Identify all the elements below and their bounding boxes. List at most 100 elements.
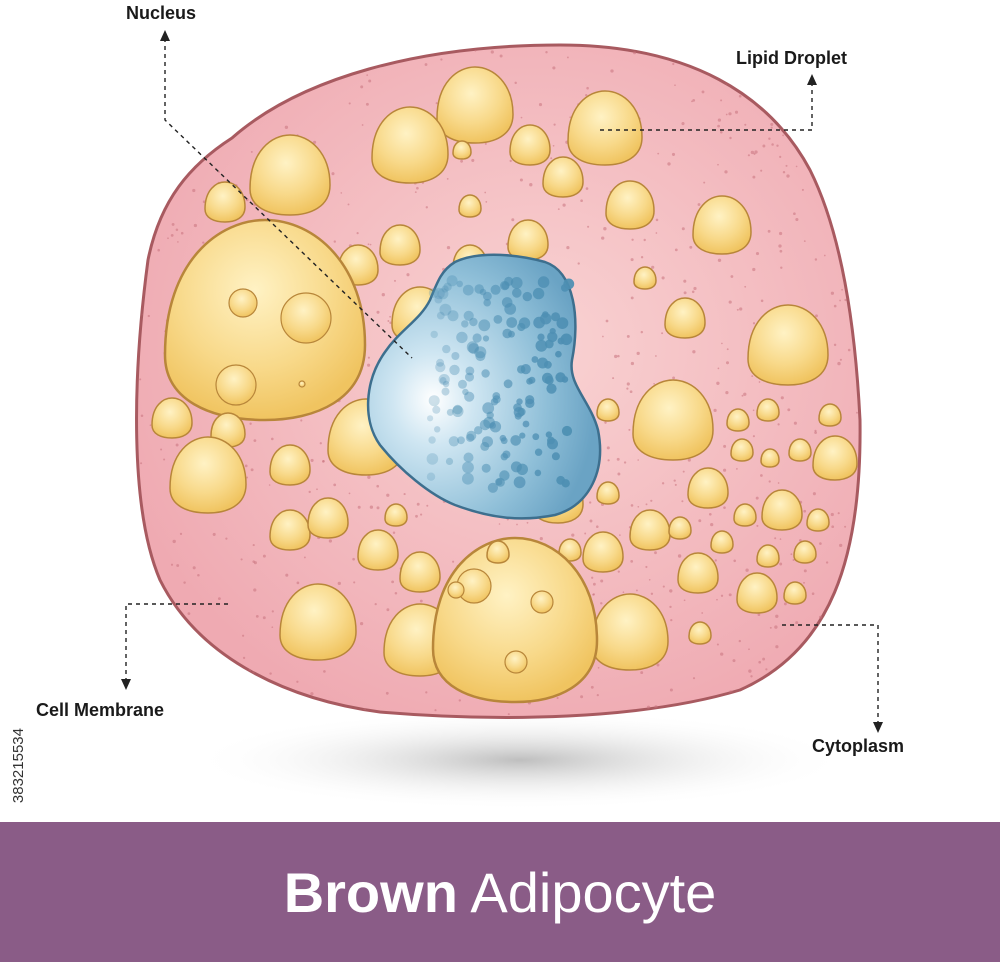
- cytoplasm-speckle: [545, 51, 548, 54]
- cytoplasm-speckle: [143, 195, 147, 199]
- cytoplasm-speckle: [552, 144, 555, 147]
- cytoplasm-speckle: [630, 361, 635, 366]
- chromatin-dot: [500, 453, 508, 461]
- cytoplasm-speckle: [701, 90, 705, 94]
- lipid-droplet: [452, 140, 472, 160]
- cytoplasm-speckle: [147, 314, 150, 318]
- chromatin-dot: [462, 461, 474, 474]
- cell-shadow: [190, 710, 850, 810]
- chromatin-dot: [510, 435, 521, 446]
- cytoplasm-speckle: [656, 663, 660, 667]
- cytoplasm-speckle: [165, 140, 168, 142]
- cytoplasm-speckle: [157, 248, 160, 252]
- cytoplasm-speckle: [365, 102, 369, 106]
- cytoplasm-speckle: [692, 99, 696, 102]
- nucleus-leader: [164, 38, 413, 359]
- cytoplasm-speckle: [833, 304, 837, 308]
- cytoplasm-speckle: [760, 169, 763, 172]
- cytoplasm-speckle: [657, 152, 660, 155]
- cytoplasm-speckle: [847, 348, 851, 352]
- chromatin-dot: [519, 432, 526, 439]
- chromatin-dot: [430, 330, 438, 339]
- lipid-droplet: [812, 435, 858, 481]
- chromatin-dot: [517, 322, 526, 332]
- chromatin-dot: [551, 312, 561, 322]
- cytoplasm-speckle: [183, 581, 186, 584]
- cytoplasm-speckle: [768, 137, 771, 140]
- cytoplasm-speckle: [262, 554, 266, 558]
- cytoplasm-speckle: [249, 422, 252, 425]
- cytoplasm-speckle: [655, 355, 657, 357]
- cytoplasm-speckle: [717, 118, 722, 122]
- cytoplasm-speckle: [663, 709, 666, 712]
- lipid-droplet: [687, 467, 729, 509]
- chromatin-dot: [499, 434, 507, 442]
- cytoplasm-speckle: [752, 175, 756, 179]
- cytoplasm-speckle: [440, 58, 443, 61]
- chromatin-dot: [465, 366, 475, 376]
- cytoplasm-speckle: [673, 479, 676, 482]
- chromatin-dot: [555, 350, 562, 358]
- cytoplasm-speckle: [758, 660, 762, 664]
- cytoplasm-speckle: [202, 241, 205, 244]
- cytoplasm-speckle: [514, 81, 517, 85]
- chromatin-dot: [532, 287, 545, 300]
- cytoplasm-speckle: [770, 122, 774, 126]
- cytoplasm-speckle: [734, 110, 739, 114]
- chromatin-dot: [433, 287, 445, 300]
- cytoplasm-speckle: [202, 87, 206, 91]
- cytoplasm-speckle: [593, 582, 596, 586]
- cytoplasm-speckle: [750, 150, 755, 155]
- chromatin-dot: [506, 317, 518, 328]
- chromatin-dot: [481, 369, 490, 378]
- cytoplasm-speckle: [367, 363, 371, 367]
- lipid-droplet: [806, 508, 830, 532]
- cytoplasm-speckle: [692, 677, 696, 680]
- cytoplasm-speckle: [724, 170, 728, 174]
- cytoplasm-speckle: [769, 626, 772, 629]
- cytoplasm-speckle: [141, 235, 144, 238]
- cytoplasm-speckle: [650, 592, 654, 595]
- chromatin-dot: [428, 436, 436, 444]
- cytoplasm-speckle: [592, 593, 596, 596]
- chromatin-dot: [447, 310, 459, 322]
- cytoplasm-speckle: [653, 382, 655, 385]
- cytoplasm-speckle: [723, 506, 726, 510]
- cytoplasm-speckle: [830, 512, 834, 517]
- cytoplasm-speckle: [854, 99, 857, 102]
- cytoplasm-speckle: [720, 652, 724, 656]
- cytoplasm-speckle: [300, 419, 303, 422]
- lipid-droplet: [688, 621, 712, 645]
- chromatin-dot: [549, 328, 556, 335]
- chromatin-dot: [456, 280, 464, 288]
- inner-lipid-droplet: [215, 364, 257, 406]
- cytoplasm-speckle: [823, 254, 826, 257]
- cytoplasm-speckle: [747, 154, 750, 157]
- cytoplasm-speckle: [843, 124, 847, 127]
- cytoplasm-speckle: [163, 458, 166, 461]
- cytoplasm-speckle: [319, 442, 322, 445]
- cytoplasm-speckle: [352, 557, 355, 561]
- cytoplasm-speckle: [831, 525, 835, 529]
- cytoplasm-speckle: [795, 138, 799, 141]
- cytoplasm-speckle: [270, 437, 274, 441]
- chromatin-dot: [545, 431, 553, 438]
- cytoplasm-speckle: [845, 273, 848, 276]
- cytoplasm-speckle: [683, 291, 687, 295]
- lipid-droplet: [783, 581, 807, 605]
- cytoplasm-speckle: [244, 464, 248, 468]
- cytoplasm-speckle: [819, 615, 823, 619]
- chromatin-dot: [525, 398, 535, 408]
- chromatin-dot: [435, 362, 446, 373]
- chromatin-dot: [445, 457, 454, 465]
- cytoplasm-speckle: [614, 354, 618, 359]
- cytoplasm-speckle: [762, 144, 766, 148]
- chromatin-dot: [478, 319, 491, 332]
- cytoplasm-speckle: [425, 206, 428, 209]
- cytoplasm-speckle: [490, 50, 494, 54]
- cytoplasm-speckle: [250, 150, 253, 153]
- lipid-droplet: [668, 516, 692, 540]
- cytoplasm-speckle: [809, 718, 811, 720]
- cytoplasm-speckle: [687, 458, 691, 462]
- cytoplasm-speckle: [347, 203, 350, 206]
